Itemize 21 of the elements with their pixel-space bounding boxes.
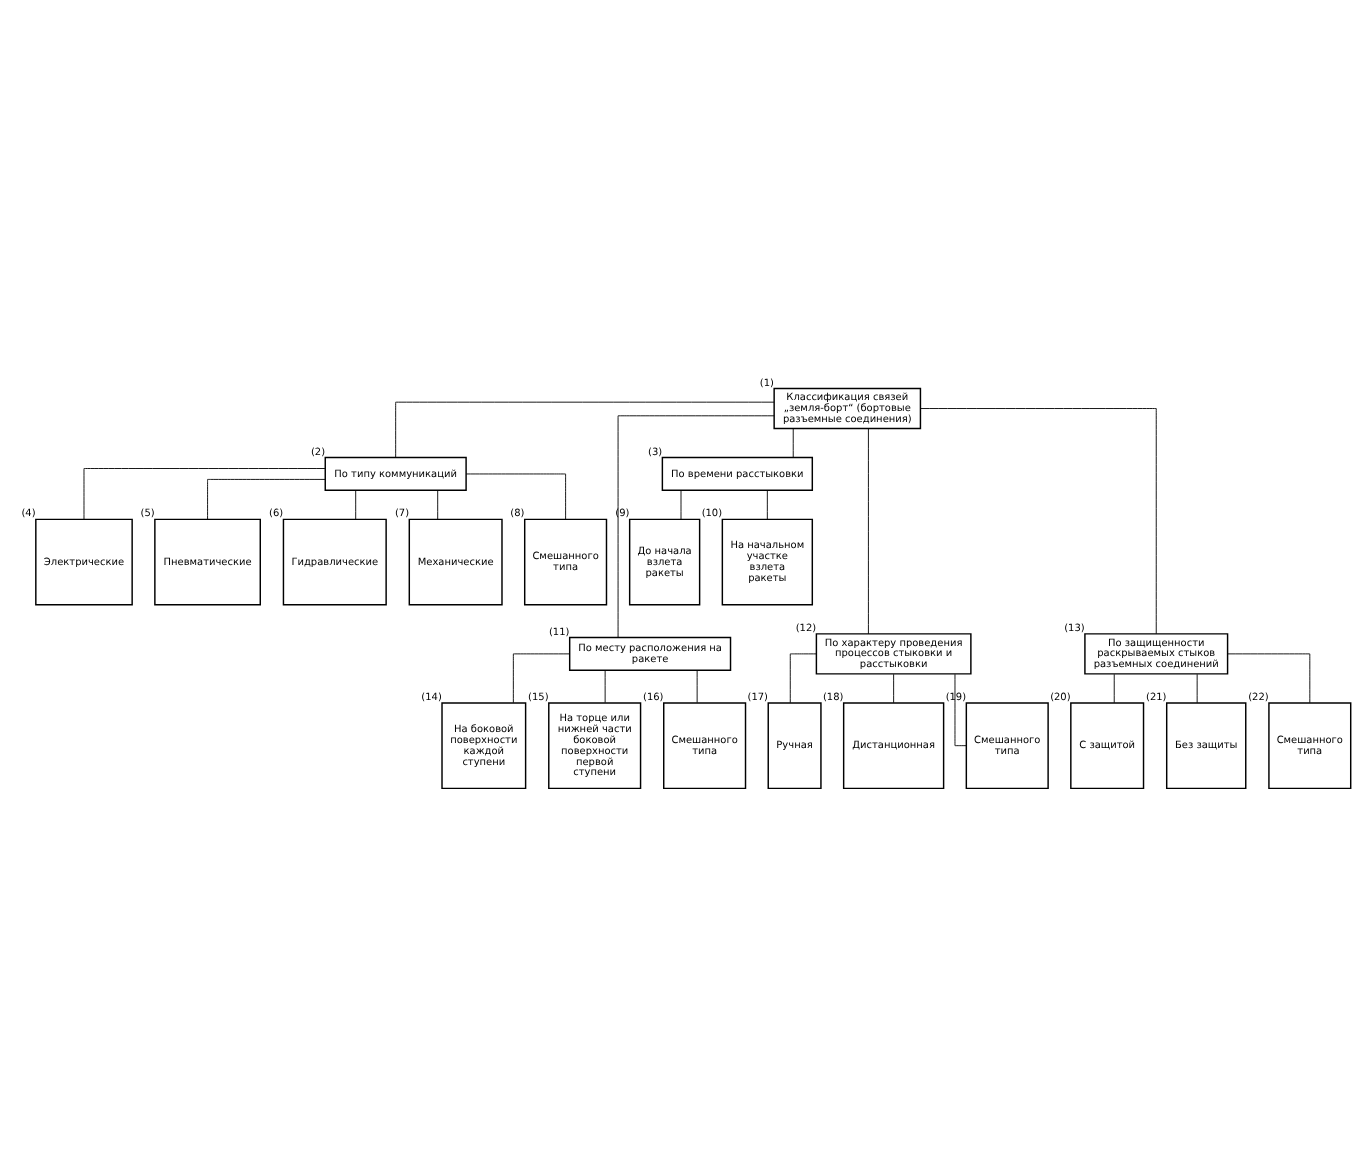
connector: [789, 652, 817, 703]
connector: [437, 489, 439, 519]
connector: [512, 652, 570, 703]
connector: [395, 400, 775, 457]
connector: [954, 672, 967, 746]
connector: [867, 427, 869, 634]
connector: [617, 414, 775, 637]
connector: [207, 477, 326, 519]
connector: [1227, 652, 1311, 703]
connector: [792, 427, 794, 457]
connector: [83, 467, 326, 519]
connector: [604, 668, 606, 703]
connector: [1113, 672, 1115, 703]
connector: [465, 472, 567, 519]
connector: [696, 668, 698, 703]
connector: [355, 489, 357, 519]
connector: [893, 672, 895, 703]
connector: [920, 407, 1157, 634]
connector: [680, 489, 682, 519]
connector: [766, 489, 768, 519]
connector: [1196, 672, 1198, 703]
